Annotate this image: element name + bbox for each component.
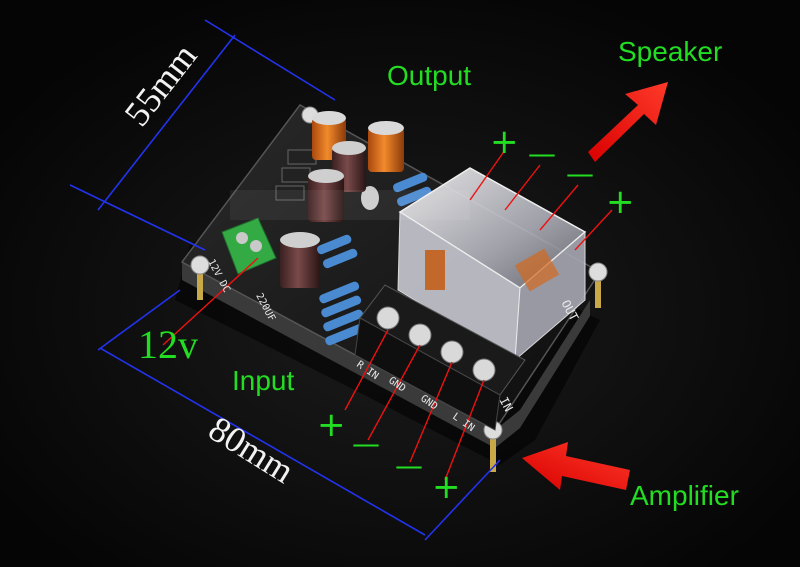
amplifier-label: Amplifier <box>630 480 739 511</box>
power-terminal <box>221 217 277 275</box>
output-label: Output <box>387 60 472 91</box>
output-plus-right: + <box>606 182 635 222</box>
speaker-arrow <box>588 82 668 162</box>
input-minus-left: — <box>352 427 380 460</box>
dimension-lines <box>69 19 501 541</box>
output-minus-right: — <box>566 157 594 190</box>
capacitors <box>280 111 404 288</box>
speaker-label: Speaker <box>618 36 723 67</box>
amplifier-arrow <box>522 442 630 490</box>
input-terminal-block <box>354 284 526 431</box>
output-minus-left: — <box>528 137 556 170</box>
input-plus-right: + <box>432 467 461 507</box>
resistors <box>317 172 432 346</box>
voltage-label: 12v <box>138 322 198 367</box>
transistors <box>275 149 379 210</box>
output-plus-left: + <box>490 122 519 162</box>
input-label: Input <box>232 365 295 396</box>
watermark-blur <box>230 190 470 220</box>
pointer-lines <box>162 149 613 481</box>
relay <box>397 167 587 362</box>
input-plus-left: + <box>317 405 346 445</box>
input-minus-right: — <box>395 449 423 482</box>
